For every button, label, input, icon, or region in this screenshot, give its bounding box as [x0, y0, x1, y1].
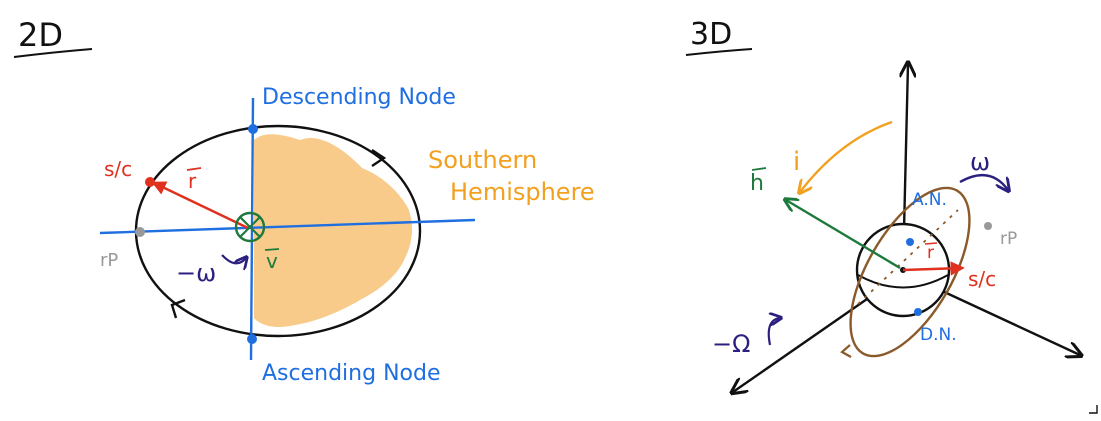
- panel-3d: 3D h i ω A.N. D.N. rP r: [685, 17, 1098, 414]
- axis-x: [733, 289, 881, 392]
- position-vector-label-2d: r: [188, 169, 197, 193]
- angular-momentum-label-arrow: [751, 167, 767, 171]
- descending-node-label-3d: D.N.: [920, 325, 957, 345]
- velocity-label-2d: v: [266, 249, 278, 273]
- orbit-direction-arrow-top: [371, 149, 387, 167]
- raan-label: −Ω: [712, 330, 750, 358]
- descending-node-dot: [248, 124, 258, 134]
- descending-node-label: Descending Node: [262, 85, 456, 110]
- velocity-into-page-cross-2: [239, 216, 261, 238]
- spacecraft-label-3d: s/c: [968, 267, 996, 291]
- ascending-node-dot-3d: [906, 238, 914, 246]
- position-vector-label-3d: r: [927, 243, 934, 263]
- velocity-label-arrow-2d: [264, 248, 280, 251]
- raan-arc: [767, 318, 780, 346]
- ascending-node-label-3d: A.N.: [912, 190, 947, 210]
- corner-mark: [1089, 405, 1098, 414]
- inclination-arc: [800, 120, 893, 192]
- ascending-node-label: Ascending Node: [262, 361, 440, 386]
- omega-label: ω: [970, 148, 990, 176]
- inclination-label: i: [793, 147, 800, 177]
- arg-periapsis-arc: [221, 255, 246, 263]
- title-underline: [13, 48, 93, 58]
- position-vector-2d: [151, 181, 249, 230]
- panel-3d-title: 3D: [690, 17, 732, 52]
- periapsis-dot-3d: [984, 222, 992, 230]
- periapsis-label-3d: rP: [1000, 229, 1017, 249]
- orbit-direction-arrow-bottom: [170, 298, 186, 319]
- position-vector-3d: [902, 261, 965, 276]
- southern-hemisphere-label-2: Hemisphere: [450, 178, 595, 206]
- panel-2d: 2D Descending Node Ascending Node Southe…: [13, 16, 595, 386]
- angular-momentum-vector: [786, 200, 901, 270]
- inclined-orbit-arrow: [840, 344, 852, 358]
- omega-arc: [959, 173, 1008, 190]
- periapsis-label-2d: rP: [100, 250, 118, 271]
- descending-node-dot-3d: [914, 308, 922, 316]
- equator: [857, 274, 949, 289]
- southern-hemisphere-region: [254, 134, 412, 328]
- ascending-node-dot: [247, 334, 257, 344]
- panel-2d-title: 2D: [18, 16, 63, 54]
- axis-y: [939, 288, 1080, 355]
- spacecraft-dot-2d: [145, 177, 155, 187]
- position-vector-label-arrow-2d: [186, 167, 202, 171]
- axis-z: [904, 64, 908, 231]
- node-line-horizontal: [99, 218, 476, 235]
- title-underline-3d: [685, 48, 753, 56]
- position-vector-label-arrow-3d: [924, 242, 938, 245]
- angular-momentum-label: h: [750, 171, 764, 196]
- arg-periapsis-label: −ω: [176, 259, 216, 287]
- southern-hemisphere-label-1: Southern: [428, 146, 537, 174]
- spacecraft-label-2d: s/c: [104, 157, 132, 181]
- velocity-into-page-circle: [234, 211, 266, 243]
- periapsis-dot-2d: [135, 227, 145, 237]
